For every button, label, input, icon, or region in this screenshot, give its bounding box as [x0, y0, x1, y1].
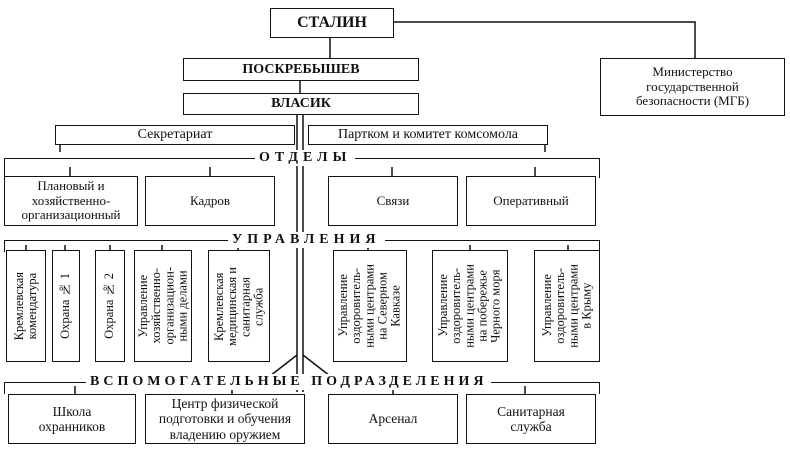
partkom-box: Партком и комитет комсомола — [308, 125, 548, 145]
directorate-label: Управление оздоровитель- ными центрами в… — [539, 264, 594, 348]
directorate-label: Управление оздоровитель- ными центрами н… — [336, 264, 403, 348]
directorate-box: Управление оздоровитель- ными центрами в… — [534, 250, 600, 362]
stalin-label: СТАЛИН — [297, 14, 367, 32]
secretariat-box: Секретариат — [55, 125, 295, 145]
auxiliary-box: Центр физической подготовки и обучения в… — [145, 394, 305, 444]
auxiliary-box: Санитарная служба — [466, 394, 596, 444]
department-box: Оперативный — [466, 176, 596, 226]
poskrebyshev-label: ПОСКРЕБЫШЕВ — [242, 61, 360, 77]
auxiliary-label: Школа охранников — [38, 403, 106, 434]
directorate-box: Охрана № 1 — [52, 250, 80, 362]
vlasik-label: ВЛАСИК — [271, 96, 331, 112]
department-label: Плановый и хозяйственно-организационный — [21, 178, 121, 223]
directorate-box: Кремлевская медицинская и санитарная слу… — [208, 250, 270, 362]
departments-title: ОТДЕЛЫ — [255, 150, 356, 166]
department-box: Плановый и хозяйственно-организационный — [4, 176, 138, 226]
directorate-box: Управление оздоровитель- ными центрами н… — [432, 250, 508, 362]
directorate-label: Кремлевская комендатура — [11, 271, 39, 341]
vlasik-box: ВЛАСИК — [183, 93, 419, 115]
auxiliary-box: Арсенал — [328, 394, 458, 444]
directorate-box: Кремлевская комендатура — [6, 250, 46, 362]
auxiliary-label: Арсенал — [368, 411, 418, 427]
directorate-label: Управление хозяйственно- организацион- н… — [135, 267, 190, 345]
secretariat-label: Секретариат — [137, 127, 213, 143]
directorate-label: Управление оздоровитель- ными центрами н… — [436, 264, 503, 348]
auxiliary-box: Школа охранников — [8, 394, 136, 444]
auxiliary-title: ВСПОМОГАТЕЛЬНЫЕ ПОДРАЗДЕЛЕНИЯ — [86, 374, 492, 390]
partkom-label: Партком и комитет комсомола — [337, 127, 519, 143]
directorate-label: Кремлевская медицинская и санитарная слу… — [211, 266, 266, 346]
directorates-title: УПРАВЛЕНИЯ — [228, 232, 385, 248]
department-box: Кадров — [145, 176, 275, 226]
directorate-box: Охрана № 2 — [95, 250, 125, 362]
directorate-box: Управление оздоровитель- ными центрами н… — [333, 250, 407, 362]
department-label: Связи — [376, 192, 410, 208]
stalin-box: СТАЛИН — [270, 8, 394, 38]
poskrebyshev-box: ПОСКРЕБЫШЕВ — [183, 58, 419, 81]
department-box: Связи — [328, 176, 458, 226]
department-label: Оперативный — [493, 192, 569, 208]
auxiliary-label: Санитарная служба — [497, 403, 565, 434]
mgb-label: Министерство государственной безопасност… — [635, 64, 750, 109]
department-label: Кадров — [189, 192, 231, 208]
auxiliary-label: Центр физической подготовки и обучения в… — [158, 396, 292, 442]
mgb-box: Министерство государственной безопасност… — [600, 58, 785, 116]
directorate-box: Управление хозяйственно- организацион- н… — [134, 250, 192, 362]
directorate-label: Охрана № 1 — [58, 273, 73, 339]
directorate-label: Охрана № 2 — [102, 273, 117, 339]
